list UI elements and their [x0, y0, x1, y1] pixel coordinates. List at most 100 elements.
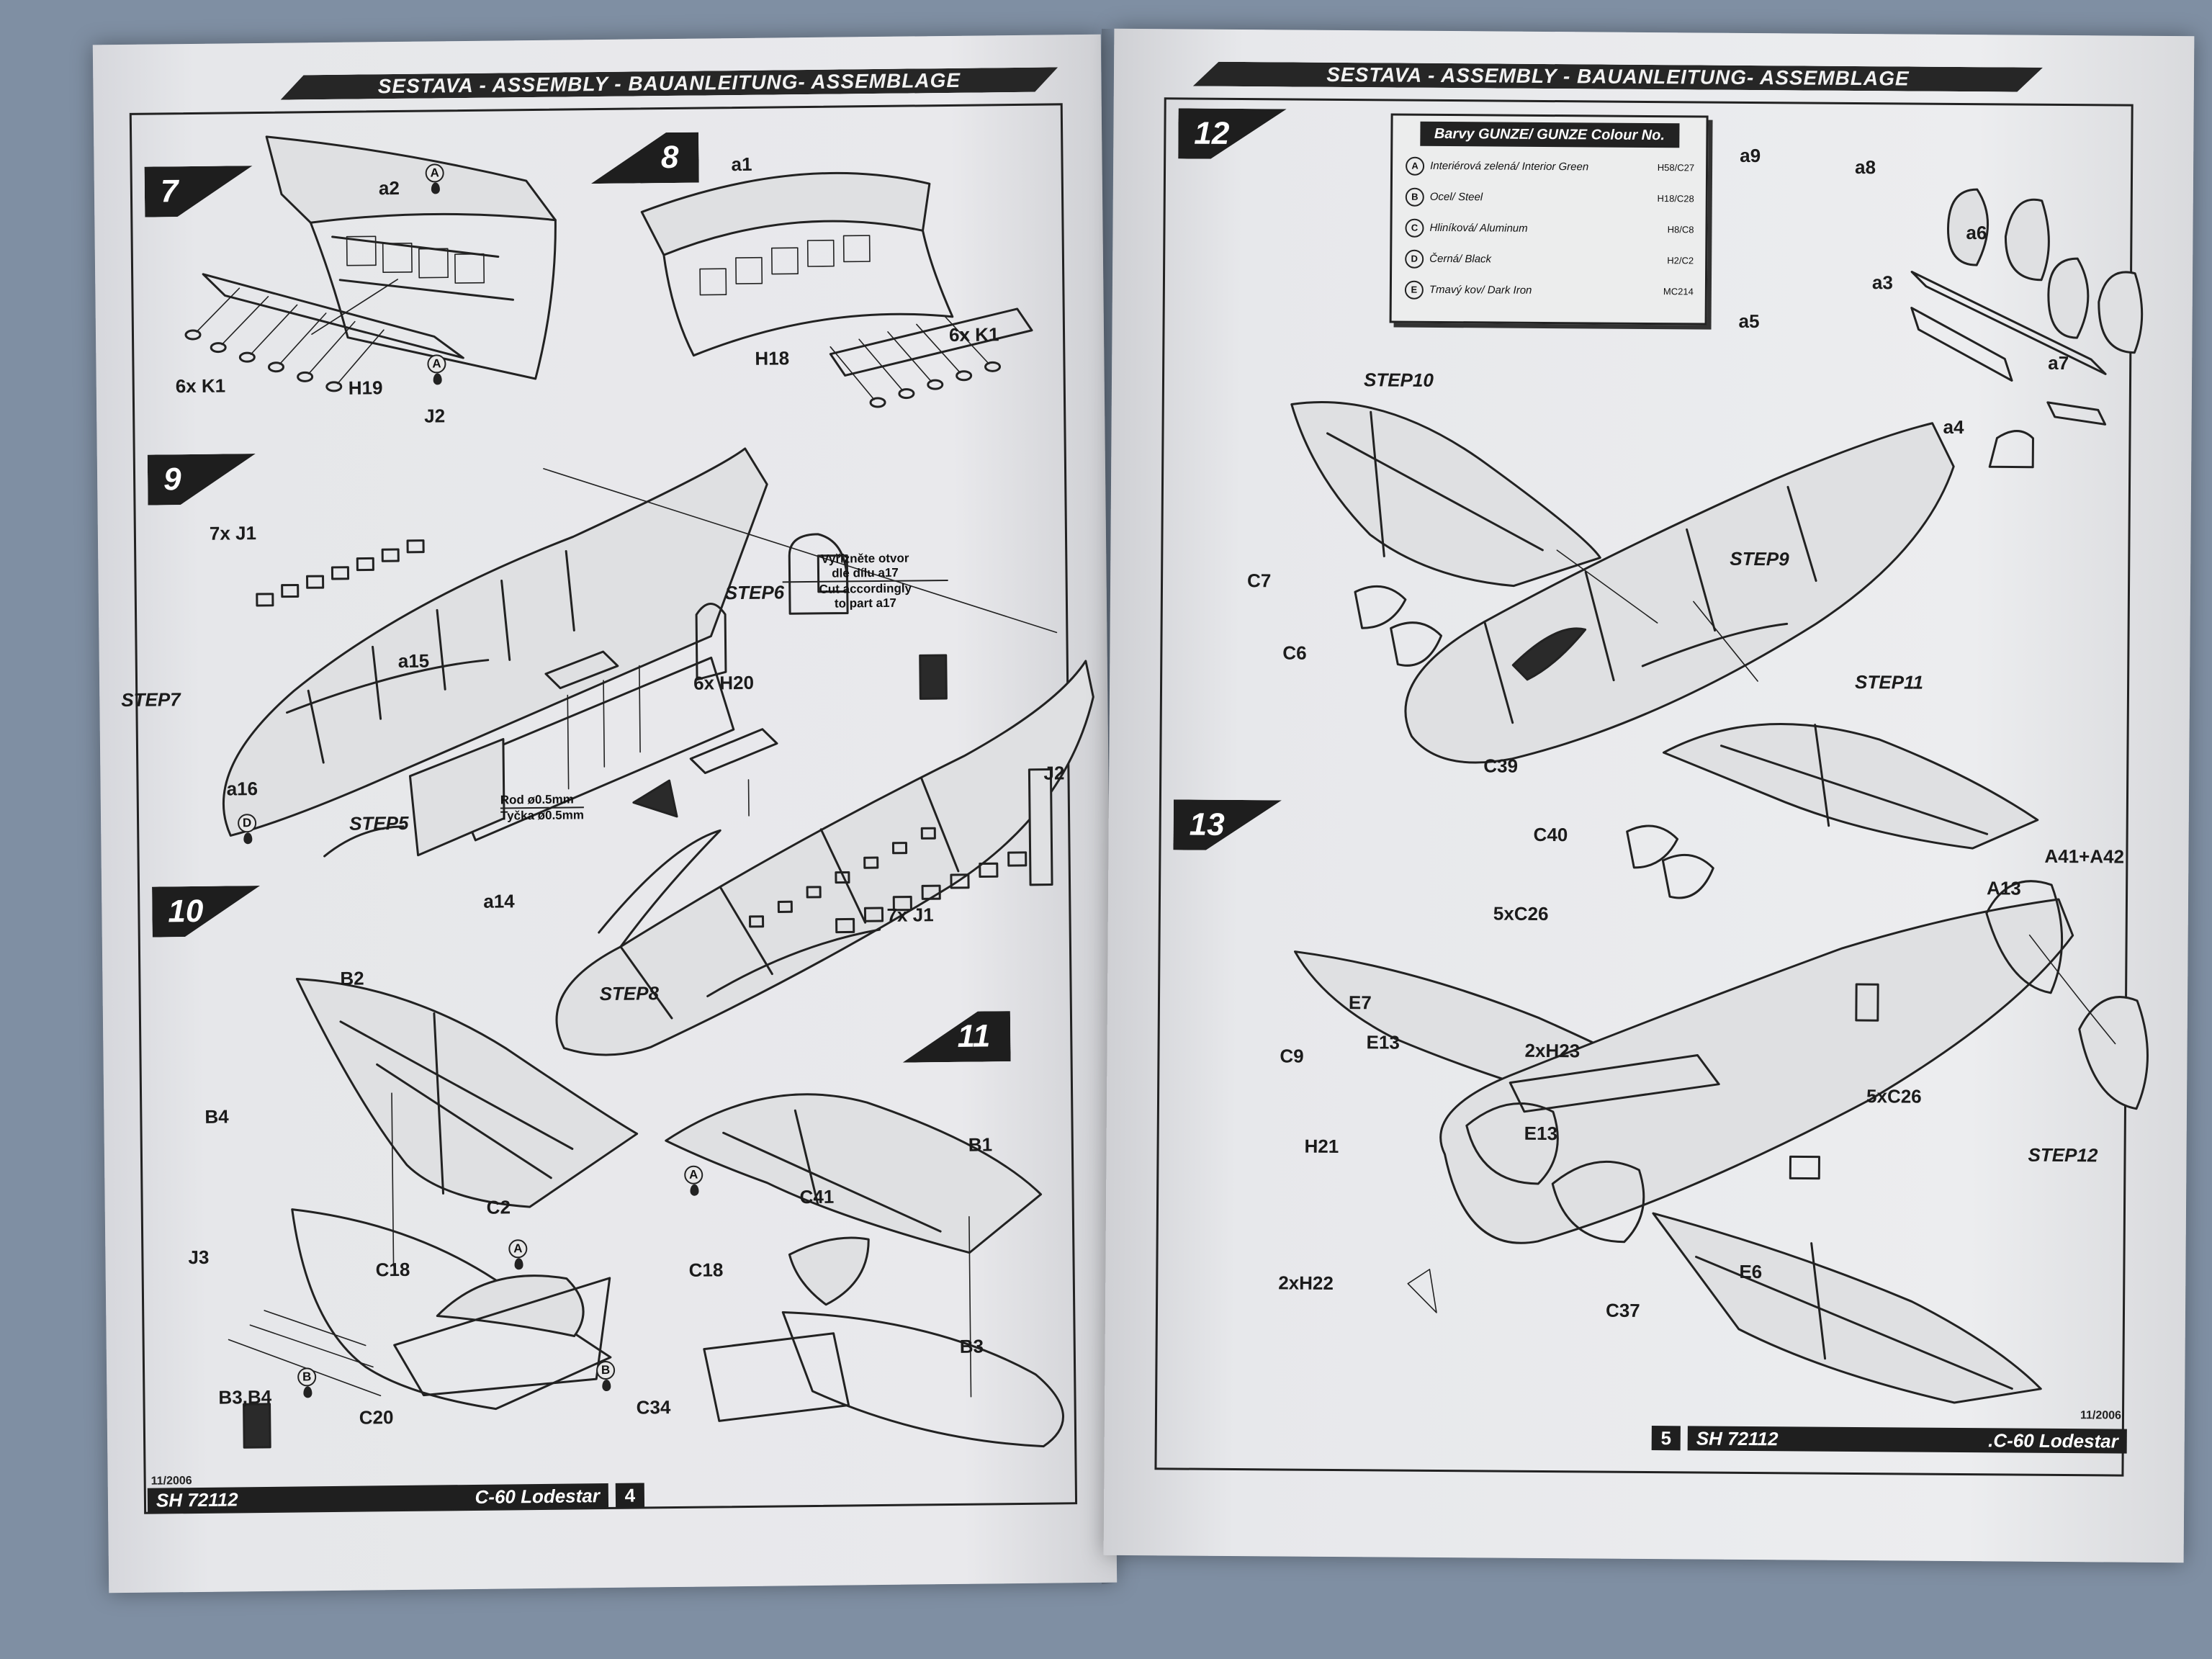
colour-name: Ocel/ Steel [1429, 190, 1483, 204]
cut-note-line-1: Vyřízněte otvor [821, 551, 909, 566]
paint-marker-a-step7-bottom: A [427, 354, 446, 374]
paint-marker-b-step11: B [595, 1360, 616, 1380]
label-e7: E7 [1348, 992, 1372, 1014]
label-h21: H21 [1304, 1135, 1339, 1158]
step12-drawing [1290, 188, 2144, 899]
label-a41-a42: A41+A42 [2044, 845, 2125, 868]
label-b3: B3 [959, 1335, 984, 1357]
label-a8: a8 [1854, 156, 1876, 179]
step11-drawing [665, 1093, 1064, 1448]
label-c40: C40 [1533, 823, 1568, 846]
colour-letter: E [1404, 280, 1424, 300]
label-step5: STEP5 [349, 811, 409, 835]
left-footer-bar: SH 72112 C-60 Lodestar [147, 1483, 609, 1513]
label-e13-left: E13 [1366, 1031, 1400, 1053]
label-h19: H19 [348, 377, 383, 399]
label-step9: STEP9 [1730, 547, 1789, 570]
colour-row: E Tmavý kov/ Dark Iron MC214 [1392, 274, 1705, 307]
colour-letter: B [1405, 187, 1424, 207]
label-step7: STEP7 [121, 688, 181, 711]
label-5xc26-right: 5xC26 [1866, 1085, 1922, 1107]
colour-row: B Ocel/ Steel H18/C28 [1393, 181, 1706, 214]
label-6x-k1-left: 6x K1 [175, 374, 226, 397]
cut-note-line-3: Cut accordingly [782, 579, 948, 598]
gunze-colour-table: Barvy GUNZE/ GUNZE Colour No. A Interiér… [1389, 113, 1709, 325]
right-page-number: 5 [1651, 1426, 1681, 1451]
label-j2-top: J2 [424, 405, 446, 427]
cut-note-line-4: to part a17 [834, 595, 897, 611]
paint-marker-a-step7-top: A [425, 163, 444, 183]
colour-code: MC214 [1663, 286, 1694, 297]
label-c18-left: C18 [375, 1258, 410, 1281]
colour-letter: D [1405, 249, 1424, 269]
label-6x-h20: 6x H20 [693, 671, 755, 694]
label-a1: a1 [731, 153, 752, 176]
label-step8: STEP8 [599, 982, 660, 1005]
label-c34: C34 [636, 1396, 671, 1419]
right-footer-code: SH 72112 [1696, 1426, 1779, 1449]
colour-name: Hliníková/ Aluminum [1429, 221, 1528, 235]
left-page-drawings [184, 135, 1161, 1449]
colour-row: A Interiérová zelená/ Interior Green H58… [1393, 150, 1706, 183]
colour-name: Tmavý kov/ Dark Iron [1429, 283, 1532, 297]
left-footer-date: 11/2006 [150, 1475, 192, 1488]
label-c37: C37 [1605, 1299, 1640, 1321]
label-b3-b4: B3,B4 [218, 1385, 272, 1408]
label-a15: a15 [397, 649, 430, 672]
label-step6: STEP6 [724, 581, 785, 604]
left-footer-model: C-60 Lodestar [475, 1484, 601, 1508]
step8-drawing [640, 171, 1033, 408]
colour-name: Černá/ Black [1429, 252, 1492, 266]
paint-marker-a-step11: A [684, 1165, 703, 1184]
right-footer-model: .C-60 Lodestar [1988, 1429, 2118, 1452]
colour-code: H58/C27 [1657, 162, 1695, 174]
right-footer-bar: SH 72112 .C-60 Lodestar [1687, 1426, 2127, 1454]
label-c2: C2 [486, 1196, 511, 1218]
label-7x-j1-top: 7x J1 [209, 522, 257, 544]
label-step11: STEP11 [1855, 670, 1924, 693]
label-2xh22: 2xH22 [1278, 1272, 1334, 1294]
label-6x-k1-right: 6x K1 [948, 323, 999, 346]
fuselage-assembled-drawing [555, 660, 1161, 1056]
step7-drawing [184, 135, 557, 392]
label-c6: C6 [1282, 642, 1307, 664]
rod-note-line-2: Tyčka ø0.5mm [500, 808, 585, 823]
cut-note-line-2: dle dílu a17 [832, 565, 899, 580]
label-b2: B2 [340, 967, 364, 989]
label-7x-j1-bottom: 7x J1 [886, 904, 934, 926]
right-footer-date: 11/2006 [2080, 1409, 2122, 1422]
label-c41: C41 [799, 1185, 835, 1208]
label-c9: C9 [1280, 1045, 1304, 1067]
paint-marker-a-step10: A [508, 1239, 528, 1259]
label-step12: STEP12 [2028, 1143, 2098, 1166]
label-e6: E6 [1739, 1260, 1763, 1283]
colour-code: H8/C8 [1667, 224, 1694, 235]
colour-code: H18/C28 [1657, 193, 1694, 204]
colour-letter: C [1405, 218, 1424, 238]
label-a2: a2 [378, 176, 400, 199]
colour-row: D Černá/ Black H2/C2 [1392, 243, 1705, 276]
label-c39: C39 [1483, 755, 1519, 777]
label-step10: STEP10 [1363, 369, 1434, 391]
label-a13: A13 [1987, 877, 2021, 899]
left-page-number: 4 [615, 1483, 645, 1508]
cut-note: Vyřízněte otvor dle dílu a17 Cut accordi… [782, 551, 948, 611]
colour-table-title: Barvy GUNZE/ GUNZE Colour No. [1419, 121, 1680, 148]
label-b4: B4 [204, 1105, 229, 1128]
step9-drawing [222, 447, 1058, 858]
rod-note: Rod ø0.5mm Tyčka ø0.5mm [500, 792, 584, 823]
label-c7: C7 [1246, 570, 1272, 592]
label-a5: a5 [1738, 310, 1760, 333]
rod-note-line-1: Rod ø0.5mm [500, 792, 584, 809]
label-j2-right: J2 [1043, 762, 1065, 784]
label-c20: C20 [359, 1406, 394, 1429]
paint-marker-b-step10: B [297, 1367, 317, 1387]
label-a4: a4 [1943, 415, 1964, 439]
left-footer-code: SH 72112 [156, 1488, 238, 1511]
right-page: SESTAVA - ASSEMBLY - BAUANLEITUNG- ASSEM… [1103, 28, 2195, 1563]
label-b1: B1 [968, 1133, 993, 1156]
label-a9: a9 [1740, 144, 1761, 167]
colour-letter: A [1406, 156, 1425, 176]
left-page: SESTAVA - ASSEMBLY - BAUANLEITUNG- ASSEM… [92, 34, 1161, 1593]
